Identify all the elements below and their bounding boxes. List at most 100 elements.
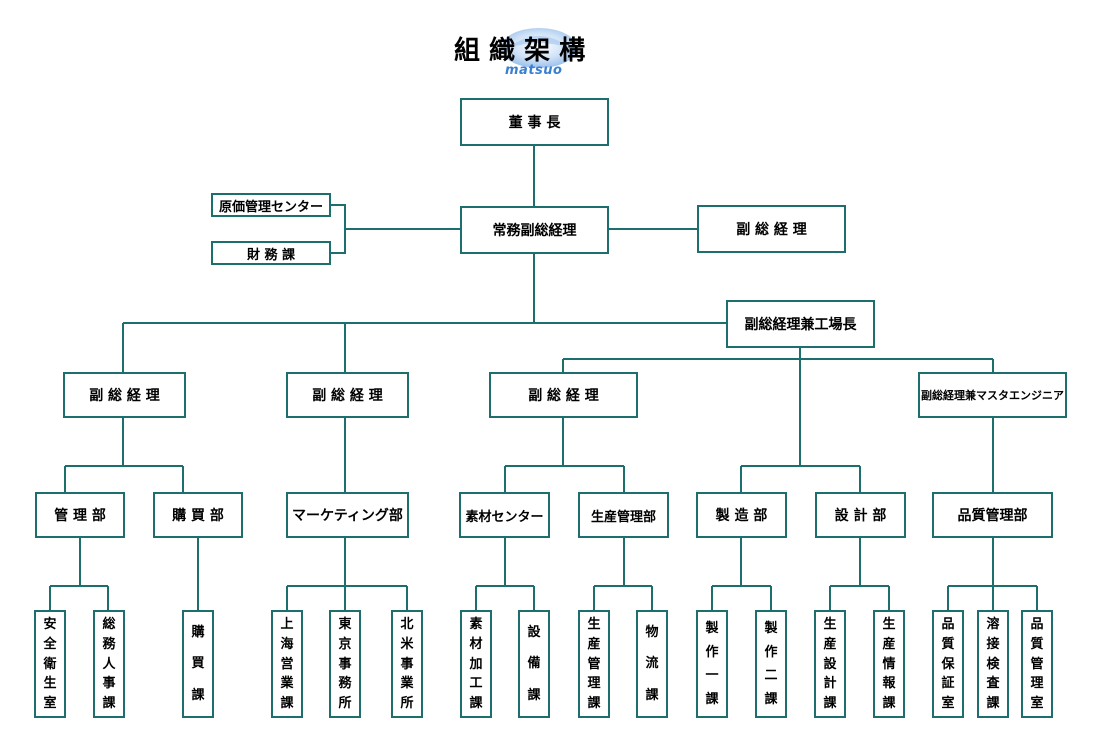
section-char: 海 [280,636,294,652]
section-char: 事 [102,676,116,692]
section-char: 品 [941,617,955,632]
section-weld: 溶接検査課 [977,610,1009,718]
section-char: 課 [102,696,116,711]
section-char: 所 [400,696,414,711]
section-na: 北米事業所 [391,610,423,718]
section-shanghai: 上海営業課 [271,610,303,718]
vp-master-box: 副総経理兼マスタエンジニア [918,372,1067,418]
section-char: 人 [102,656,116,672]
section-char: 衛 [43,656,57,672]
section-char: 産 [823,636,837,652]
section-mfg2: 製作二課 [755,610,787,718]
vp1-box: 副 総 経 理 [63,372,186,418]
section-char: 営 [280,656,294,672]
materials-center-box: 素材センター [459,492,550,538]
section-char: 製 [764,621,778,637]
section-char: 全 [43,636,57,652]
section-char: 工 [469,676,483,692]
section-prod-design: 生産設計課 [814,610,846,718]
section-char: 事 [400,656,414,672]
section-char: 設 [527,625,541,641]
section-char: 質 [1030,636,1044,652]
section-char: 産 [882,636,896,652]
section-char: 作 [764,644,778,660]
section-char: 事 [338,656,352,672]
section-char: 保 [941,656,955,672]
section-char: 米 [400,636,414,652]
section-char: 課 [882,696,896,711]
section-char: 設 [823,656,837,672]
section-char: 北 [400,617,414,632]
section-mfg1: 製作一課 [696,610,728,718]
vp2-box: 副 総 経 理 [286,372,409,418]
section-prod-info: 生産情報課 [873,610,905,718]
section-char: 査 [986,676,1000,692]
section-char: 課 [823,696,837,711]
section-char: 情 [882,656,896,672]
section-char: 東 [338,617,352,632]
vp3-box: 副 総 経 理 [489,372,638,418]
section-safety: 安全衛生室 [34,610,66,718]
section-char: 課 [645,687,659,703]
section-char: 課 [469,696,483,711]
section-char: 上 [280,617,294,632]
design-dept-box: 設 計 部 [815,492,906,538]
section-char: 質 [941,636,955,652]
page-title-text: 組 織 架 構 [454,36,586,66]
section-char: 管 [587,656,601,672]
section-char: 所 [338,696,352,711]
section-char: 計 [823,676,837,692]
section-logistics: 物流課 [636,610,668,718]
section-char: 一 [705,668,719,684]
section-char: 務 [338,676,352,692]
section-equipment: 設備課 [518,610,550,718]
section-char: 業 [400,676,414,692]
quality-dept-box: 品質管理部 [932,492,1053,538]
vp-plant-box: 副総経理兼工場長 [726,300,875,348]
section-char: 生 [43,676,57,692]
section-material-proc: 素材加工課 [460,610,492,718]
manufacturing-dept-box: 製 造 部 [696,492,787,538]
section-char: 課 [705,691,719,707]
section-char: 課 [527,687,541,703]
section-char: 室 [1030,696,1044,711]
cost-center-box: 原価管理センター [211,193,331,217]
section-char: 安 [43,617,57,632]
section-char: 報 [882,676,896,692]
section-char: 溶 [986,617,1000,632]
admin-dept-box: 管 理 部 [35,492,125,538]
section-char: 管 [1030,656,1044,672]
connector-line [331,204,346,254]
marketing-dept-box: マーケティング部 [286,492,409,538]
section-char: 生 [823,617,837,632]
section-char: 室 [43,696,57,711]
section-char: 接 [986,636,1000,652]
section-char: 素 [469,617,483,632]
chairman-box: 董 事 長 [460,98,609,146]
section-char: 業 [280,676,294,692]
section-tokyo: 東京事務所 [329,610,361,718]
section-char: 材 [469,636,483,652]
page-title: 組 織 架 構 [446,30,646,66]
section-char: 理 [587,676,601,692]
section-char: 物 [645,625,659,641]
section-char: 製 [705,621,719,637]
section-char: 流 [645,656,659,672]
company-logo [501,28,577,68]
section-char: 加 [469,656,483,672]
section-char: 課 [986,696,1000,711]
section-char: 作 [705,644,719,660]
section-char: 室 [941,696,955,711]
section-char: 購 [191,625,205,641]
purchasing-dept-box: 購 買 部 [153,492,243,538]
managing-vp-box: 常務副総経理 [460,206,609,254]
section-char: 課 [587,696,601,711]
section-ga-hr: 総務人事課 [93,610,125,718]
section-char: 課 [764,691,778,707]
section-char: 品 [1030,617,1044,632]
section-char: 理 [1030,676,1044,692]
section-char: 務 [102,636,116,652]
section-char: 証 [941,676,955,692]
section-purchase: 購買課 [182,610,214,718]
